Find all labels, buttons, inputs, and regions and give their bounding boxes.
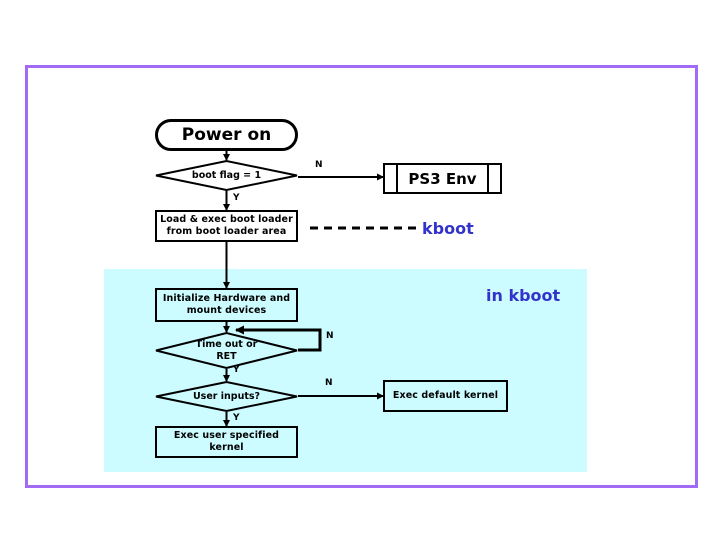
node-exec-user-specified-kernel[interactable]: Exec user specified kernel [155,426,298,458]
node-load-exec-boot-loader-line2: from boot loader area [166,226,287,237]
node-power-on-label: Power on [181,125,272,145]
edge-label-userinputs-yes: Y [233,413,240,423]
annotation-kboot: kboot [422,219,474,238]
edge-label-bootflag-no: N [315,160,323,170]
kboot-region-highlight [104,269,587,472]
node-boot-flag[interactable]: boot flag = 1 [155,159,298,192]
node-initialize-hardware-line1: Initialize Hardware and [162,293,291,304]
node-load-exec-boot-loader-line1: Load & exec boot loader [160,214,293,225]
node-user-inputs[interactable]: User inputs? [155,380,298,413]
node-ps3-env-label: PS3 Env [408,169,477,188]
edge-label-timeout-yes: Y [233,365,240,375]
node-power-on[interactable]: Power on [155,119,298,151]
edge-label-timeout-no: N [326,331,334,341]
edge-label-bootflag-yes: Y [233,193,240,203]
node-ps3-env[interactable]: PS3 Env [383,163,502,194]
user-inputs-diamond-shape [155,380,298,413]
node-exec-user-specified-kernel-label: Exec user specified kernel [173,430,280,453]
node-time-out-or-ret[interactable]: Time out or RET [155,331,298,370]
slide-outer-frame [25,65,698,488]
node-initialize-hardware-line2: mount devices [186,305,267,316]
edge-label-userinputs-no: N [325,378,333,388]
node-initialize-hardware[interactable]: Initialize Hardware and mount devices [155,288,298,322]
boot-flag-diamond-shape [155,159,298,192]
time-out-diamond-shape [155,331,298,370]
node-exec-default-kernel-label: Exec default kernel [392,390,499,401]
node-load-exec-boot-loader[interactable]: Load & exec boot loader from boot loader… [155,210,298,242]
annotation-in-kboot: in kboot [486,286,561,305]
node-exec-default-kernel[interactable]: Exec default kernel [383,380,508,412]
